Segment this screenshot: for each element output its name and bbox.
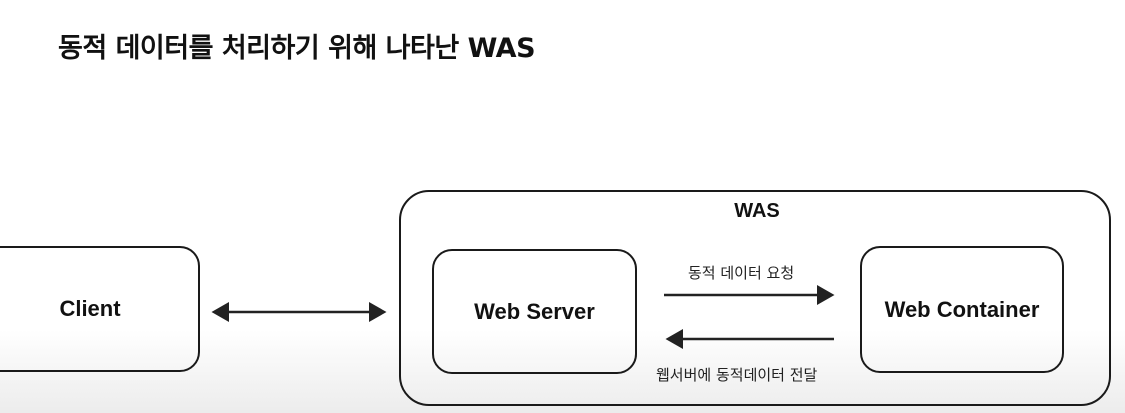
client-label: Client bbox=[59, 296, 121, 321]
page-title: 동적 데이터를 처리하기 위해 나타난 WAS bbox=[58, 33, 536, 64]
web-container-node: Web Container bbox=[860, 246, 1064, 373]
was-label: WAS bbox=[734, 200, 780, 222]
web-server-node: Web Server bbox=[432, 249, 637, 374]
web-server-label: Web Server bbox=[474, 298, 595, 324]
client-node: Client bbox=[0, 246, 200, 372]
request-edge-label: 동적 데이터 요청 bbox=[688, 264, 795, 282]
was-container: WAS bbox=[399, 190, 1111, 406]
web-container-label: Web Container bbox=[884, 296, 1040, 322]
deliver-edge-label: 웹서버에 동적데이터 전달 bbox=[656, 366, 818, 384]
